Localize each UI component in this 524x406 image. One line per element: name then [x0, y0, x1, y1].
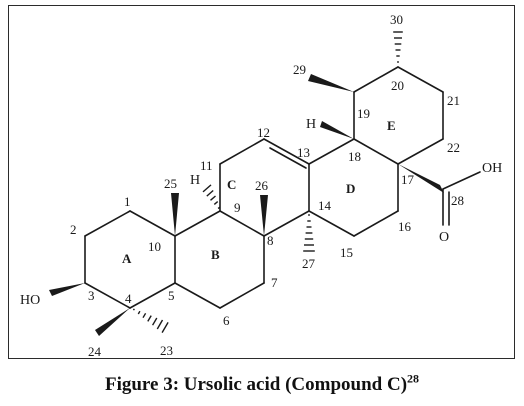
bond-c18-c17 — [353, 138, 399, 165]
atom-label-c22: 22 — [447, 140, 460, 155]
bond-c1-c10 — [129, 210, 176, 237]
ring-label-e: E — [387, 118, 396, 133]
ring-label-d: D — [346, 181, 355, 196]
atom-label-c19: 19 — [357, 106, 370, 121]
bond-c9-c8 — [219, 210, 265, 237]
wedge-c18-h — [320, 121, 354, 139]
bond-c2-c1 — [84, 210, 131, 237]
wedge-c3-oh — [49, 283, 85, 296]
atom-label-c3: 3 — [88, 288, 95, 303]
atom-label-c18: 18 — [348, 149, 361, 164]
h9-label: H — [190, 173, 200, 188]
bond-c19-c20 — [353, 66, 399, 93]
h18-label: H — [306, 117, 316, 132]
atom-label-c16: 16 — [398, 219, 412, 234]
atom-label-c21: 21 — [447, 93, 460, 108]
bond-c15-c14 — [308, 210, 355, 237]
atom-label-c14: 14 — [318, 198, 332, 213]
atom-label-c4: 4 — [125, 291, 132, 306]
atom-label-c2: 2 — [70, 222, 77, 237]
wedge-c4-c24 — [95, 308, 130, 336]
ring-label-b: B — [211, 247, 220, 262]
bond-c16-c15 — [353, 210, 399, 237]
wedge-c10-c25 — [171, 193, 179, 236]
caption-reference: 28 — [407, 371, 420, 386]
atom-label-c6: 6 — [223, 313, 230, 328]
atom-label-c20: 20 — [391, 78, 404, 93]
atom-label-c25: 25 — [164, 176, 177, 191]
atom-label-c5: 5 — [168, 288, 175, 303]
hashed-c9-h — [202, 184, 221, 210]
acid-oh-label: OH — [482, 161, 502, 176]
bond-c12-c13-double — [269, 147, 307, 169]
bond-c11-c12 — [219, 138, 265, 165]
bond-c10-c9 — [174, 210, 221, 237]
figure-caption: Figure 3: Ursolic acid (Compound C)28 — [0, 371, 524, 396]
atom-label-c27: 27 — [302, 256, 316, 271]
ring-label-a: A — [122, 251, 132, 266]
atom-label-c11: 11 — [200, 158, 213, 173]
atom-label-c10: 10 — [148, 239, 161, 254]
bond-c5-c4 — [129, 282, 176, 309]
bond-c22-c17 — [397, 138, 444, 165]
bond-c28-oh — [442, 171, 481, 190]
atom-label-c23: 23 — [160, 343, 173, 358]
hashed-c14-c27 — [303, 214, 315, 252]
wedge-c19-c29 — [308, 74, 354, 92]
atom-label-c28: 28 — [451, 193, 464, 208]
carbonyl-o-label: O — [439, 230, 449, 245]
ring-label-c: C — [227, 177, 236, 192]
bond-c7-c6 — [219, 282, 265, 309]
atom-label-c17: 17 — [401, 172, 415, 187]
hydroxyl-label: HO — [20, 293, 40, 308]
bond-c13-c18 — [308, 138, 355, 165]
atom-label-c15: 15 — [340, 245, 353, 260]
atom-label-c12: 12 — [257, 125, 270, 140]
atom-label-c29: 29 — [293, 62, 306, 77]
atom-label-c8: 8 — [267, 233, 274, 248]
atom-label-c7: 7 — [271, 275, 278, 290]
wedge-c8-c26 — [260, 195, 268, 236]
hashed-c4-c23 — [132, 308, 169, 333]
bond-c14-c8 — [263, 210, 310, 237]
bond-c20-c21 — [397, 66, 444, 93]
atom-label-c30: 30 — [390, 12, 403, 27]
bond-c4-c3 — [84, 282, 131, 309]
atom-label-c26: 26 — [255, 178, 269, 193]
bond-c12-c13 — [263, 138, 310, 165]
atom-label-c1: 1 — [124, 194, 131, 209]
atom-label-c9: 9 — [234, 200, 241, 215]
caption-text: Figure 3: Ursolic acid (Compound C) — [104, 374, 408, 395]
wedge-c17-c28 — [398, 164, 444, 193]
bond-c6-c5 — [174, 282, 221, 309]
atom-label-c13: 13 — [297, 145, 310, 160]
atom-label-c24: 24 — [88, 344, 102, 359]
hashed-c20-c30 — [393, 31, 403, 63]
